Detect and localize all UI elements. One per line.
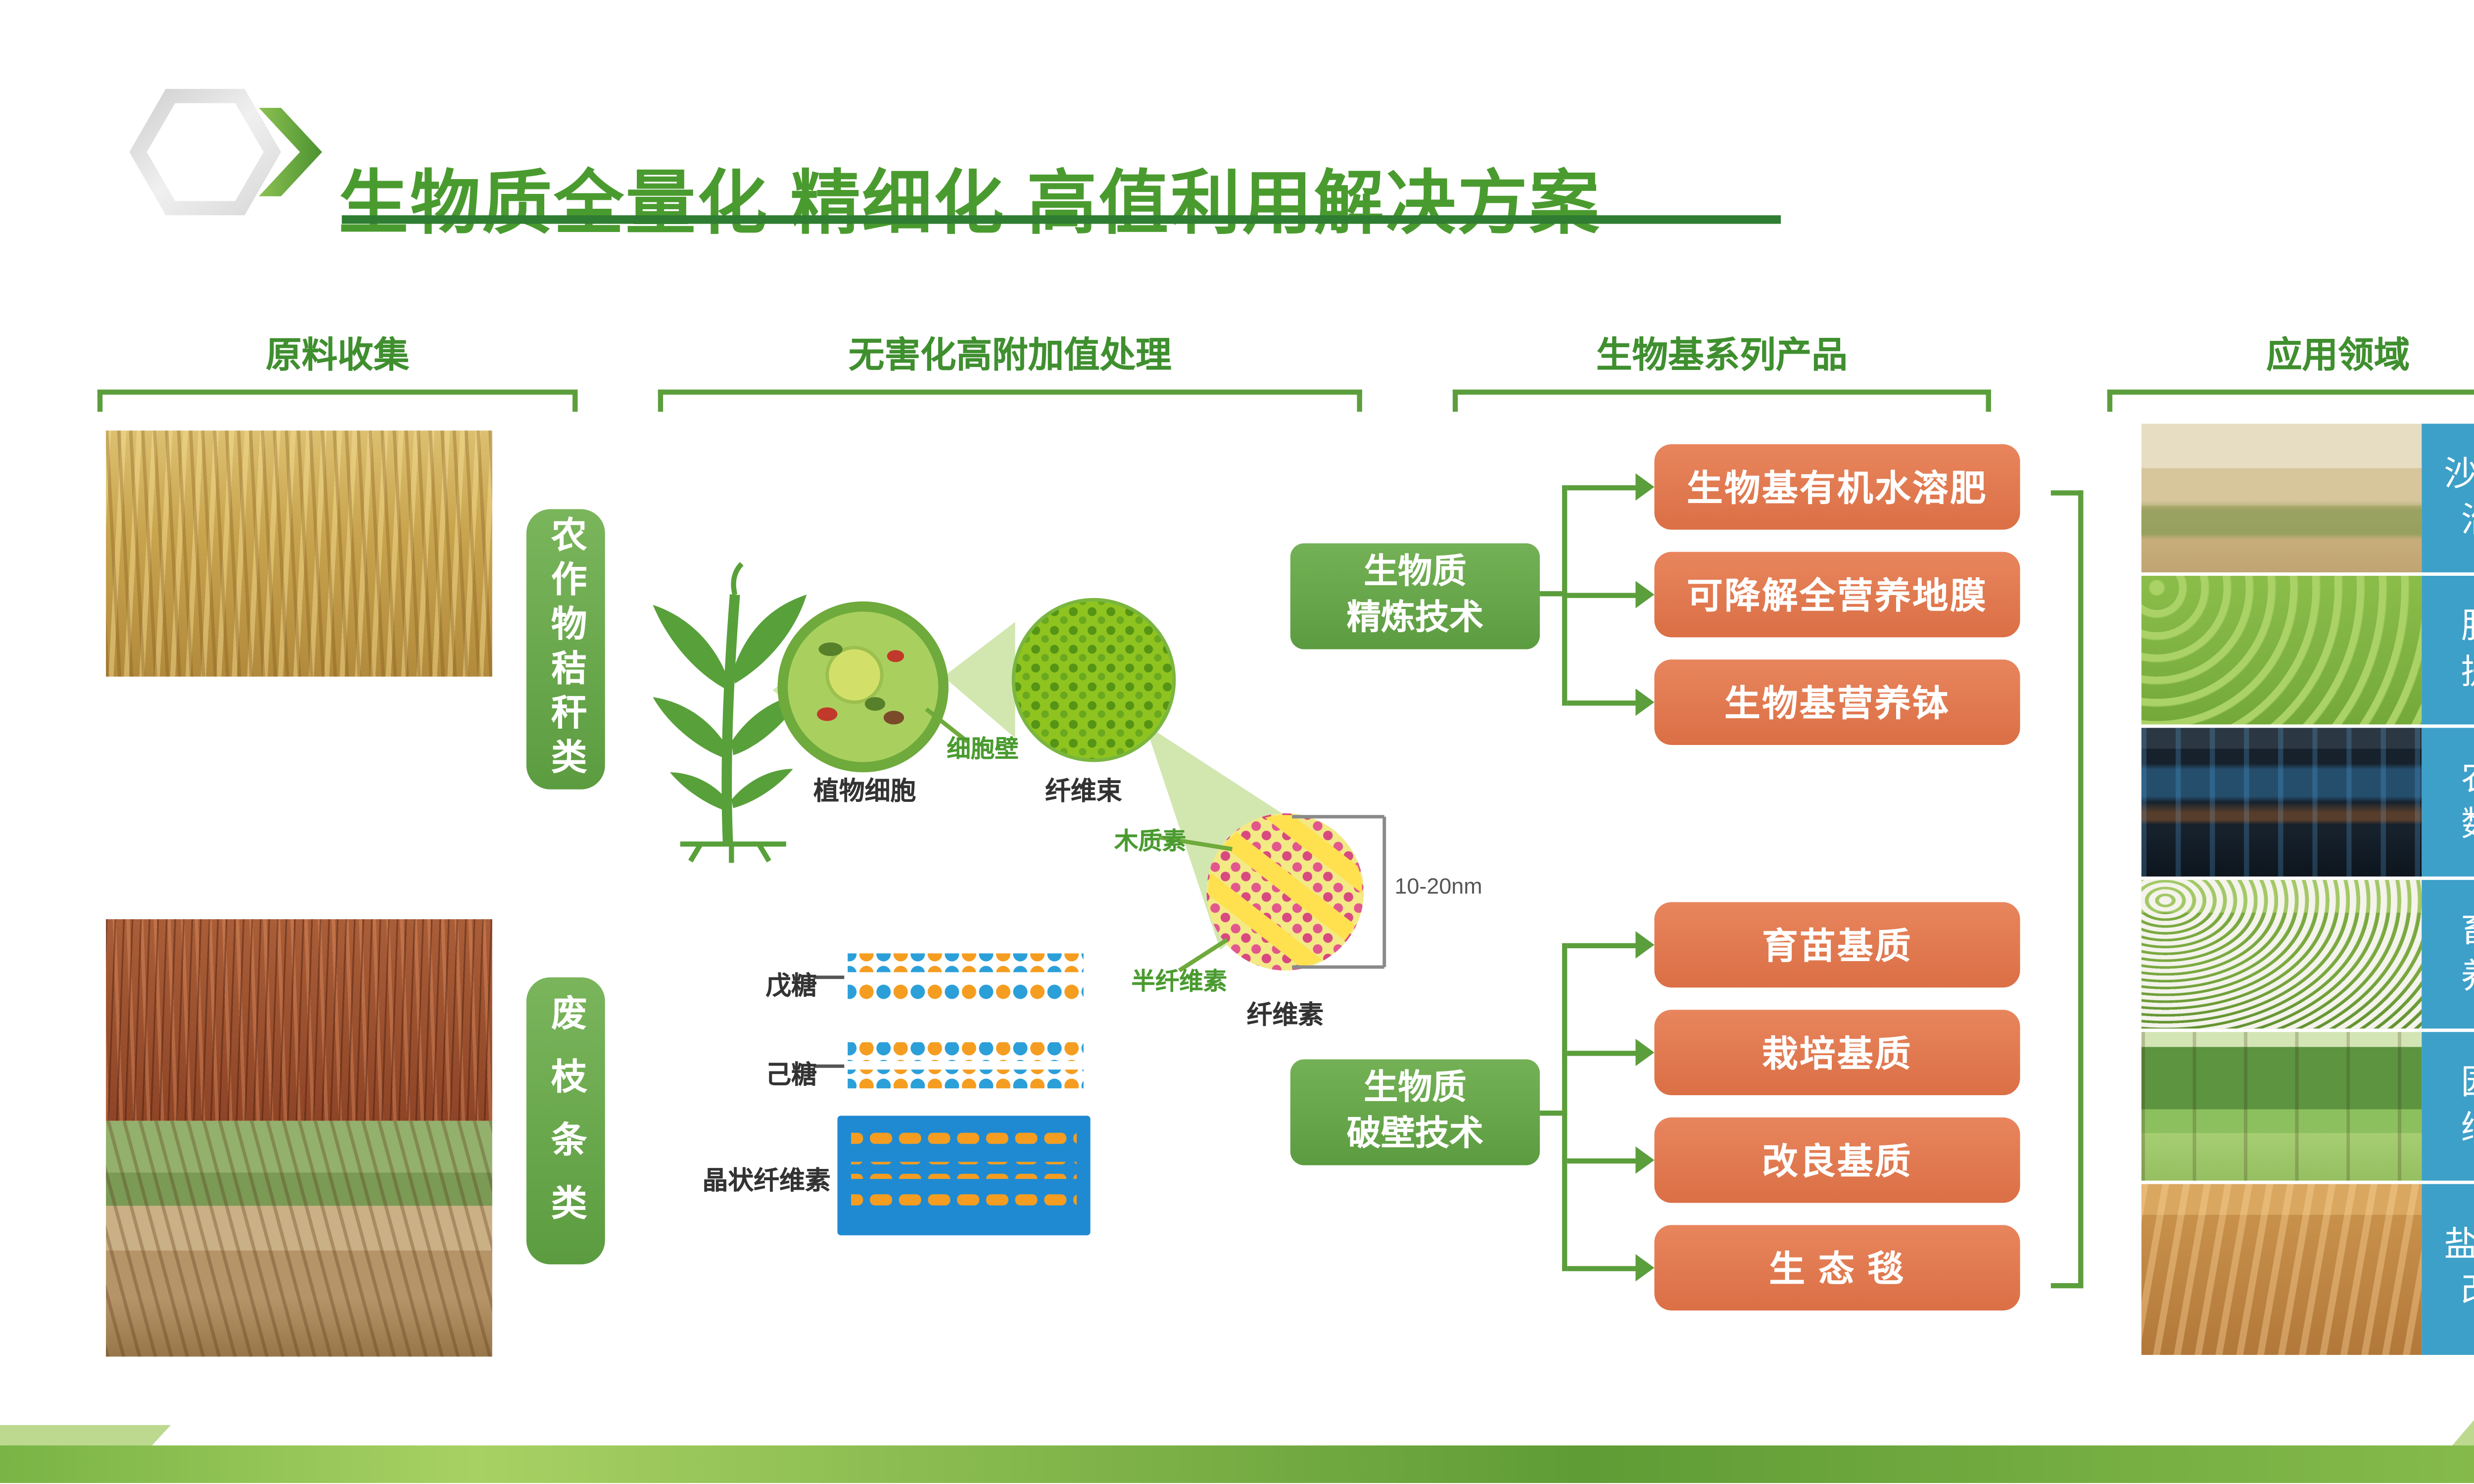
hexose-chain-diagram xyxy=(813,1042,1084,1089)
label-hexose: 己糖 xyxy=(765,1061,817,1090)
cellulose-microfibril-diagram xyxy=(1158,813,1386,973)
label-pentose: 戊糖 xyxy=(765,972,817,1002)
biomass-processing-diagram xyxy=(653,562,1386,1236)
connector-stem-refining xyxy=(1540,591,1568,597)
bottom-ribbon xyxy=(0,1445,2474,1484)
arrow-to-seedling-substrate xyxy=(1567,931,1655,959)
tech-box-refining-line2: 精炼技术 xyxy=(1346,600,1484,638)
application-label-desert: 沙漠化 治理 xyxy=(2422,423,2474,573)
application-label-saline-soil-line2: 改良 xyxy=(2461,1269,2474,1315)
label-fiber-bundle: 纤维束 xyxy=(1045,777,1122,807)
label-scale-10-20nm: 10-20nm xyxy=(1394,873,1482,899)
application-label-desert-line2: 治理 xyxy=(2461,498,2474,544)
application-row-saline-soil: 盐碱地 改良 xyxy=(2141,1184,2474,1355)
label-plant-cell: 植物细胞 xyxy=(813,777,916,807)
section-header-products-label: 生物基系列产品 xyxy=(1596,336,1848,376)
landscaping-photo xyxy=(2141,1032,2422,1181)
bracket-applications xyxy=(2107,389,2474,412)
livestock-photo xyxy=(2141,880,2422,1029)
category-pill-crop-straw: 农作物秸秆类 xyxy=(526,509,605,789)
desert-control-photo xyxy=(2141,423,2422,573)
application-label-fertility: 肥力 提升 xyxy=(2422,575,2474,725)
application-label-agri-data-line2: 数据 xyxy=(2461,802,2474,848)
section-header-processing: 无害化高附加值处理 xyxy=(658,328,1362,412)
section-header-collection-label: 原料收集 xyxy=(266,336,410,376)
pentose-chain-diagram xyxy=(813,953,1084,1000)
application-label-livestock-line2: 养殖 xyxy=(2461,954,2474,1000)
fertility-vegetable-photo xyxy=(2141,575,2422,725)
application-row-fertility: 肥力 提升 xyxy=(2141,575,2474,725)
application-label-fertility-line2: 提升 xyxy=(2461,650,2474,696)
product-degradable-mulch-film: 可降解全营养地膜 xyxy=(1654,552,2020,638)
label-crystalline-cellulose: 晶状纤维素 xyxy=(702,1167,831,1196)
connector-trunk-group1 xyxy=(1562,485,1568,706)
connector-trunk-group2 xyxy=(1562,943,1568,1271)
application-label-livestock-line1: 畜牧 xyxy=(2461,908,2474,954)
application-row-agri-data: 农业 数据 xyxy=(2141,728,2474,877)
section-header-processing-label: 无害化高附加值处理 xyxy=(848,336,1172,376)
label-lignin: 木质素 xyxy=(1114,827,1187,854)
product-improved-substrate: 改良基质 xyxy=(1654,1117,2020,1203)
fiber-bundle-diagram xyxy=(1011,598,1176,762)
section-header-collection: 原料收集 xyxy=(97,328,578,412)
bottom-ribbon-right-fold xyxy=(2451,1416,2474,1447)
tech-box-refining: 生物质 精炼技术 xyxy=(1290,543,1540,649)
application-label-agri-data: 农业 数据 xyxy=(2422,728,2474,877)
application-row-livestock: 畜牧 养殖 xyxy=(2141,880,2474,1029)
arrow-to-mulch-film xyxy=(1567,581,1655,608)
label-hemicellulose: 半纤维素 xyxy=(1131,967,1227,995)
section-header-applications: 应用领域 xyxy=(2107,328,2474,412)
hexagon-bullet-icon xyxy=(123,82,332,231)
section-header-applications-label: 应用领域 xyxy=(2266,336,2410,376)
category-pill-waste-branches: 废枝条类 xyxy=(526,977,605,1264)
product-cultivation-substrate: 栽培基质 xyxy=(1654,1010,2020,1096)
tech-box-wall-breaking-line2: 破壁技术 xyxy=(1346,1115,1484,1154)
application-label-livestock: 畜牧 养殖 xyxy=(2422,880,2474,1029)
application-row-desert: 沙漠化 治理 xyxy=(2141,423,2474,573)
bracket-products xyxy=(1452,389,1991,412)
straw-bales-photo xyxy=(106,677,492,875)
application-label-desert-line1: 沙漠化 xyxy=(2444,452,2474,498)
waste-branches-photo xyxy=(106,919,492,1121)
corn-stalks-photo xyxy=(106,430,492,677)
crystalline-cellulose-diagram xyxy=(837,1115,1091,1236)
section-header-products: 生物基系列产品 xyxy=(1452,328,1991,412)
product-nutrition-pot: 生物基营养钵 xyxy=(1654,659,2020,745)
application-label-saline-soil-line1: 盐碱地 xyxy=(2444,1223,2474,1269)
application-row-landscaping: 园林 绿化 xyxy=(2141,1032,2474,1181)
label-cellulose: 纤维素 xyxy=(1246,1001,1324,1030)
plant-cell-diagram xyxy=(777,601,969,773)
application-label-fertility-line1: 肥力 xyxy=(2461,604,2474,650)
title-underline xyxy=(341,215,1781,224)
arrow-to-nutrition-pot xyxy=(1567,688,1655,716)
bracket-processing xyxy=(658,389,1362,412)
label-cell-wall: 细胞壁 xyxy=(947,735,1019,762)
arrow-to-improved-substrate xyxy=(1567,1146,1655,1174)
arrow-to-water-soluble-fertilizer xyxy=(1567,473,1655,501)
tech-box-wall-breaking: 生物质 破壁技术 xyxy=(1290,1059,1540,1165)
application-label-agri-data-line1: 农业 xyxy=(2461,756,2474,802)
application-label-landscaping: 园林 绿化 xyxy=(2422,1032,2474,1181)
arrow-to-eco-blanket xyxy=(1567,1254,1655,1282)
product-seedling-substrate: 育苗基质 xyxy=(1654,902,2020,988)
tech-box-refining-line1: 生物质 xyxy=(1364,554,1467,592)
tech-box-wall-breaking-line1: 生物质 xyxy=(1364,1069,1467,1108)
arrow-to-cultivation-substrate xyxy=(1567,1039,1655,1067)
application-label-saline-soil: 盐碱地 改良 xyxy=(2422,1184,2474,1355)
bottom-ribbon-left-fold xyxy=(0,1425,171,1447)
application-label-landscaping-line2: 绿化 xyxy=(2461,1106,2474,1152)
product-water-soluble-fertilizer: 生物基有机水溶肥 xyxy=(1654,444,2020,530)
bracket-collection xyxy=(97,389,578,412)
pruned-branches-photo xyxy=(106,1120,492,1357)
saline-soil-photo xyxy=(2141,1184,2422,1355)
application-label-landscaping-line1: 园林 xyxy=(2461,1060,2474,1106)
product-eco-blanket: 生 态 毯 xyxy=(1654,1225,2020,1311)
agriculture-data-photo xyxy=(2141,728,2422,877)
connector-stem-wall-breaking xyxy=(1540,1111,1568,1116)
applications-group-bracket xyxy=(2050,490,2084,1289)
page-title: 生物质全量化 精细化 高值利用解决方案 xyxy=(338,165,1601,244)
